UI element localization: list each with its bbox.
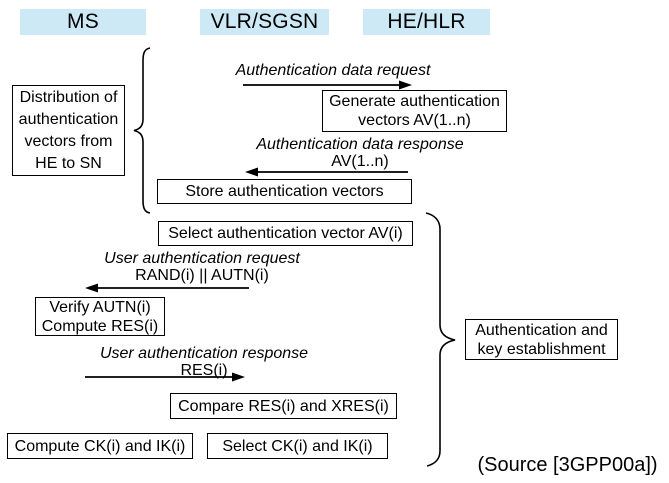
user-auth-response-param: RES(i) <box>180 362 228 379</box>
verify-compute-line: Compute RES(i) <box>41 317 159 335</box>
right-brace <box>425 212 456 467</box>
compute-ck-ik-box: Compute CK(i) and IK(i) <box>7 433 193 459</box>
auth-data-response-arrow <box>245 167 408 177</box>
select-ck-ik-box: Select CK(i) and IK(i) <box>207 433 388 459</box>
distribution-note-line: HE to SN <box>35 154 102 172</box>
user-auth-request-label: User authentication request RAND(i) || A… <box>96 250 308 284</box>
user-auth-response-label: User authentication response RES(i) <box>96 345 312 379</box>
compare-res-label: Compare RES(i) and XRES(i) <box>178 397 389 415</box>
user-auth-request-arrow <box>85 283 249 293</box>
column-header-ms-label: MS <box>67 10 99 33</box>
auth-data-request-label: Authentication data request <box>233 62 433 79</box>
compare-res-box: Compare RES(i) and XRES(i) <box>170 393 397 419</box>
select-vector-box: Select authentication vector AV(i) <box>158 221 413 246</box>
store-vectors-box: Store authentication vectors <box>157 179 412 204</box>
generate-vectors-line: vectors AV(1..n) <box>358 112 471 129</box>
distribution-note-box: Distribution of authentication vectors f… <box>12 85 125 176</box>
column-header-ms: MS <box>20 9 146 35</box>
auth-data-request-text: Authentication data request <box>235 62 431 79</box>
column-header-he-hlr-label: HE/HLR <box>387 10 466 33</box>
distribution-note-line: authentication <box>18 110 119 128</box>
generate-vectors-box: Generate authentication vectors AV(1..n) <box>322 90 507 132</box>
store-vectors-label: Store authentication vectors <box>185 183 384 200</box>
column-header-vlr-sgsn: VLR/SGSN <box>200 9 329 35</box>
verify-compute-line: Verify AUTN(i) <box>49 298 151 316</box>
user-auth-response-arrow <box>85 372 245 382</box>
auth-data-request-arrow <box>243 80 412 90</box>
column-header-vlr-sgsn-label: VLR/SGSN <box>210 10 319 33</box>
distribution-note-line: Distribution of <box>19 88 118 106</box>
auth-key-establishment-line: Authentication and <box>475 321 608 339</box>
auth-key-establishment-box: Authentication and key establishment <box>465 319 618 360</box>
source-citation: (Source [3GPP00a]) <box>477 454 658 476</box>
user-auth-request-text: User authentication request <box>104 250 300 267</box>
auth-data-response-param: AV(1..n) <box>331 153 389 170</box>
auth-data-response-label: Authentication data response AV(1..n) <box>253 136 467 170</box>
compute-ck-ik-label: Compute CK(i) and IK(i) <box>14 437 186 455</box>
auth-data-response-text: Authentication data response <box>256 136 464 153</box>
select-ck-ik-label: Select CK(i) and IK(i) <box>222 437 373 455</box>
select-vector-label: Select authentication vector AV(i) <box>168 225 403 242</box>
user-auth-response-text: User authentication response <box>99 345 309 362</box>
auth-key-establishment-line: key establishment <box>477 340 606 358</box>
column-header-he-hlr: HE/HLR <box>363 9 490 35</box>
left-brace <box>133 47 151 214</box>
user-auth-request-param: RAND(i) || AUTN(i) <box>135 267 269 284</box>
distribution-note-line: vectors from <box>24 132 113 150</box>
generate-vectors-line: Generate authentication <box>329 93 500 110</box>
verify-compute-box: Verify AUTN(i) Compute RES(i) <box>35 297 165 336</box>
